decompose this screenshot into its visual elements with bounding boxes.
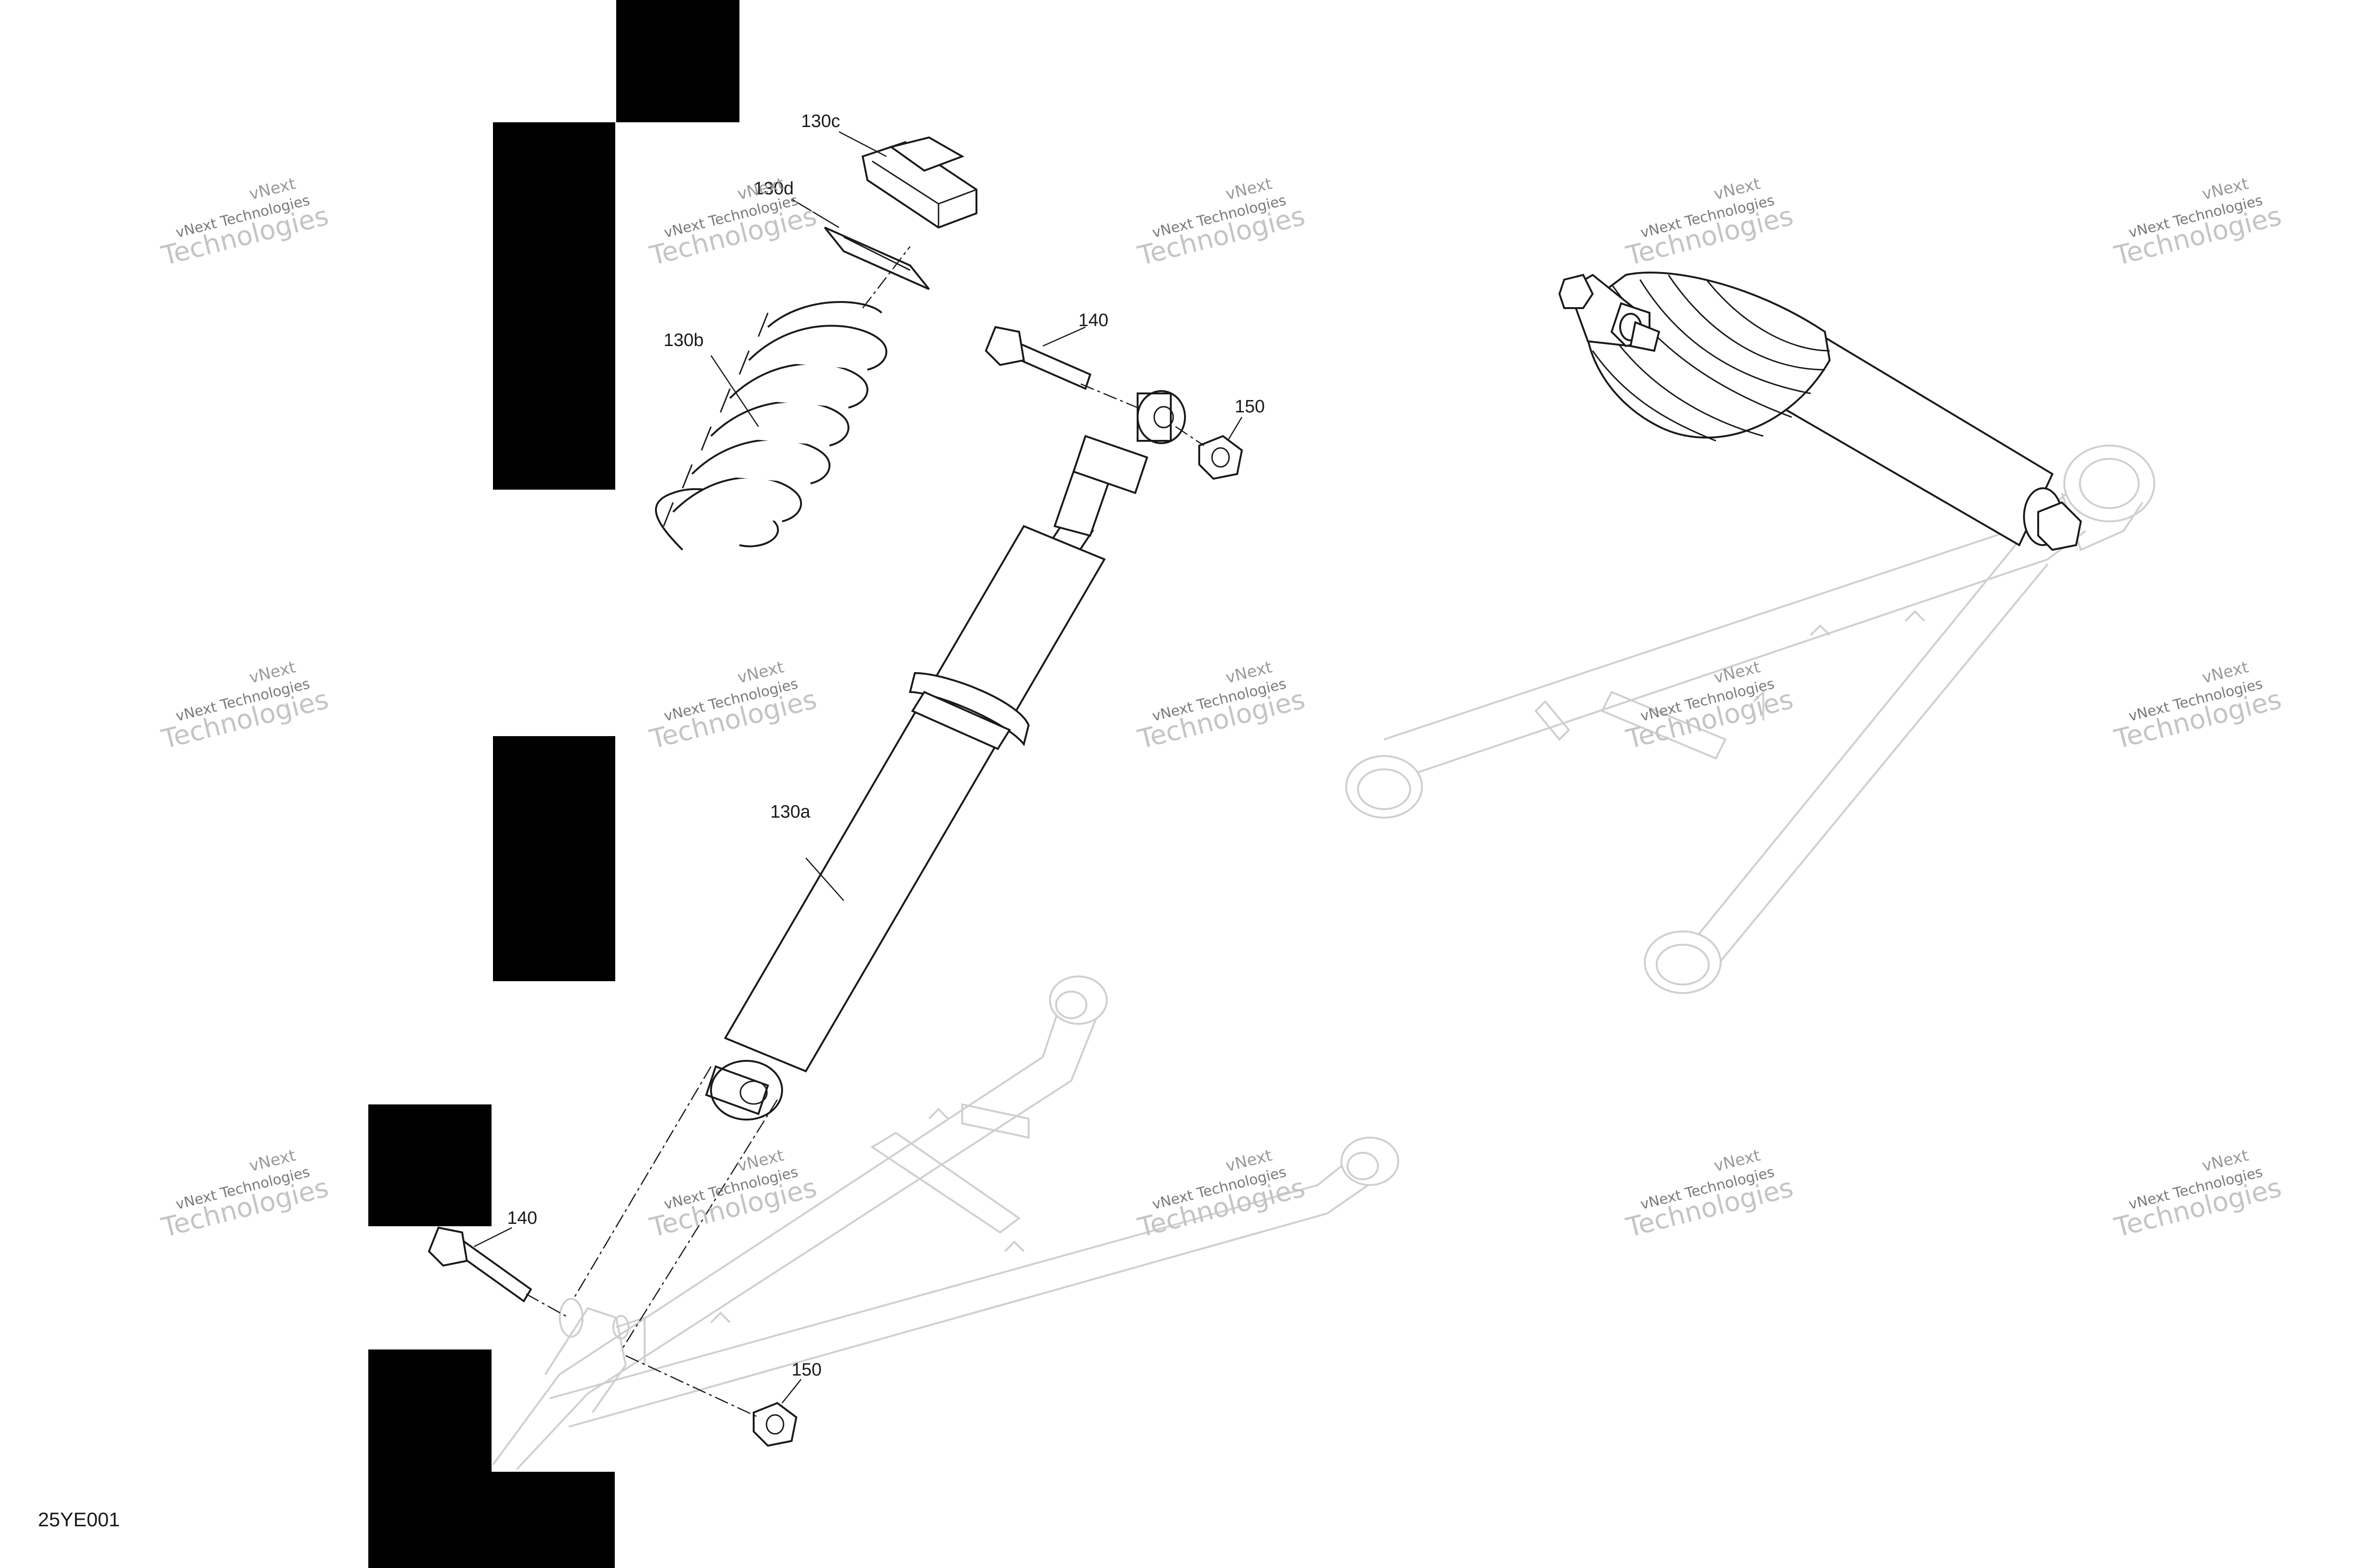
callout-150-top: 150	[1235, 397, 1265, 417]
nut-150-top	[1198, 435, 1243, 480]
figure-id: 25YE001	[38, 1508, 120, 1531]
redaction-block	[368, 1104, 492, 1226]
coil-spring-130b	[655, 301, 887, 551]
lower-a-arm-ghost	[492, 975, 1399, 1470]
callout-150-bottom: 150	[792, 1360, 821, 1380]
nut-150-bottom	[753, 1402, 798, 1447]
assembled-view	[1345, 272, 2155, 994]
redaction-block	[368, 1472, 615, 1568]
callout-140-bottom: 140	[507, 1208, 537, 1228]
top-cap-130c	[861, 136, 977, 229]
leader-lines	[474, 131, 1243, 1404]
bolt-140-bottom	[428, 1226, 532, 1303]
redaction-block	[493, 122, 615, 490]
bolt-140-top	[984, 326, 1092, 390]
callout-130b: 130b	[664, 330, 704, 350]
callout-130d: 130d	[754, 179, 794, 199]
redaction-block	[368, 1349, 492, 1472]
redaction-block	[493, 736, 615, 981]
redaction-block	[616, 0, 739, 122]
redaction-blocks	[368, 0, 739, 1568]
shock-absorber-130a	[705, 390, 1186, 1121]
callout-130a: 130a	[770, 802, 811, 822]
assembly-axes	[526, 246, 1204, 1418]
callout-labels: 130c 130d 130b 130a 140 150 140 150	[507, 111, 1265, 1380]
callout-140-top: 140	[1078, 310, 1108, 330]
washer-130d	[824, 227, 930, 290]
callout-130c: 130c	[801, 111, 840, 131]
